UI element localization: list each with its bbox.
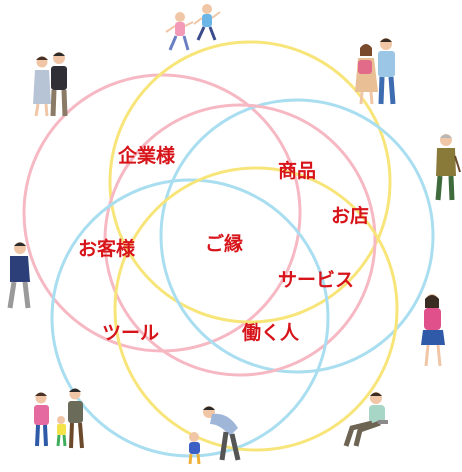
couple-with-bag-icon xyxy=(355,38,396,105)
label-products: 商品 xyxy=(278,159,316,182)
man-with-toddler-icon xyxy=(188,406,241,465)
woman-walking-icon xyxy=(421,294,445,367)
children-running-icon xyxy=(165,4,221,51)
venn-rings xyxy=(22,40,435,458)
man-walking-icon xyxy=(7,242,31,309)
ring-blue-right xyxy=(159,98,435,374)
ring-pink-center xyxy=(103,103,377,377)
label-customers: お客様 xyxy=(78,237,136,260)
ring-yellow-top-right xyxy=(108,40,392,324)
parent-and-child-icon xyxy=(34,388,84,449)
label-connection: ご縁 xyxy=(205,232,243,255)
label-workers: 働く人 xyxy=(241,321,300,344)
label-tools: ツール xyxy=(102,322,159,344)
label-shop: お店 xyxy=(331,204,369,227)
elderly-man-icon xyxy=(435,134,461,201)
label-services: サービス xyxy=(278,269,354,291)
man-sitting-icon xyxy=(343,392,388,447)
label-corporate: 企業様 xyxy=(117,144,176,167)
ring-yellow-bottom xyxy=(113,166,399,452)
couple-walking-icon xyxy=(33,52,68,117)
